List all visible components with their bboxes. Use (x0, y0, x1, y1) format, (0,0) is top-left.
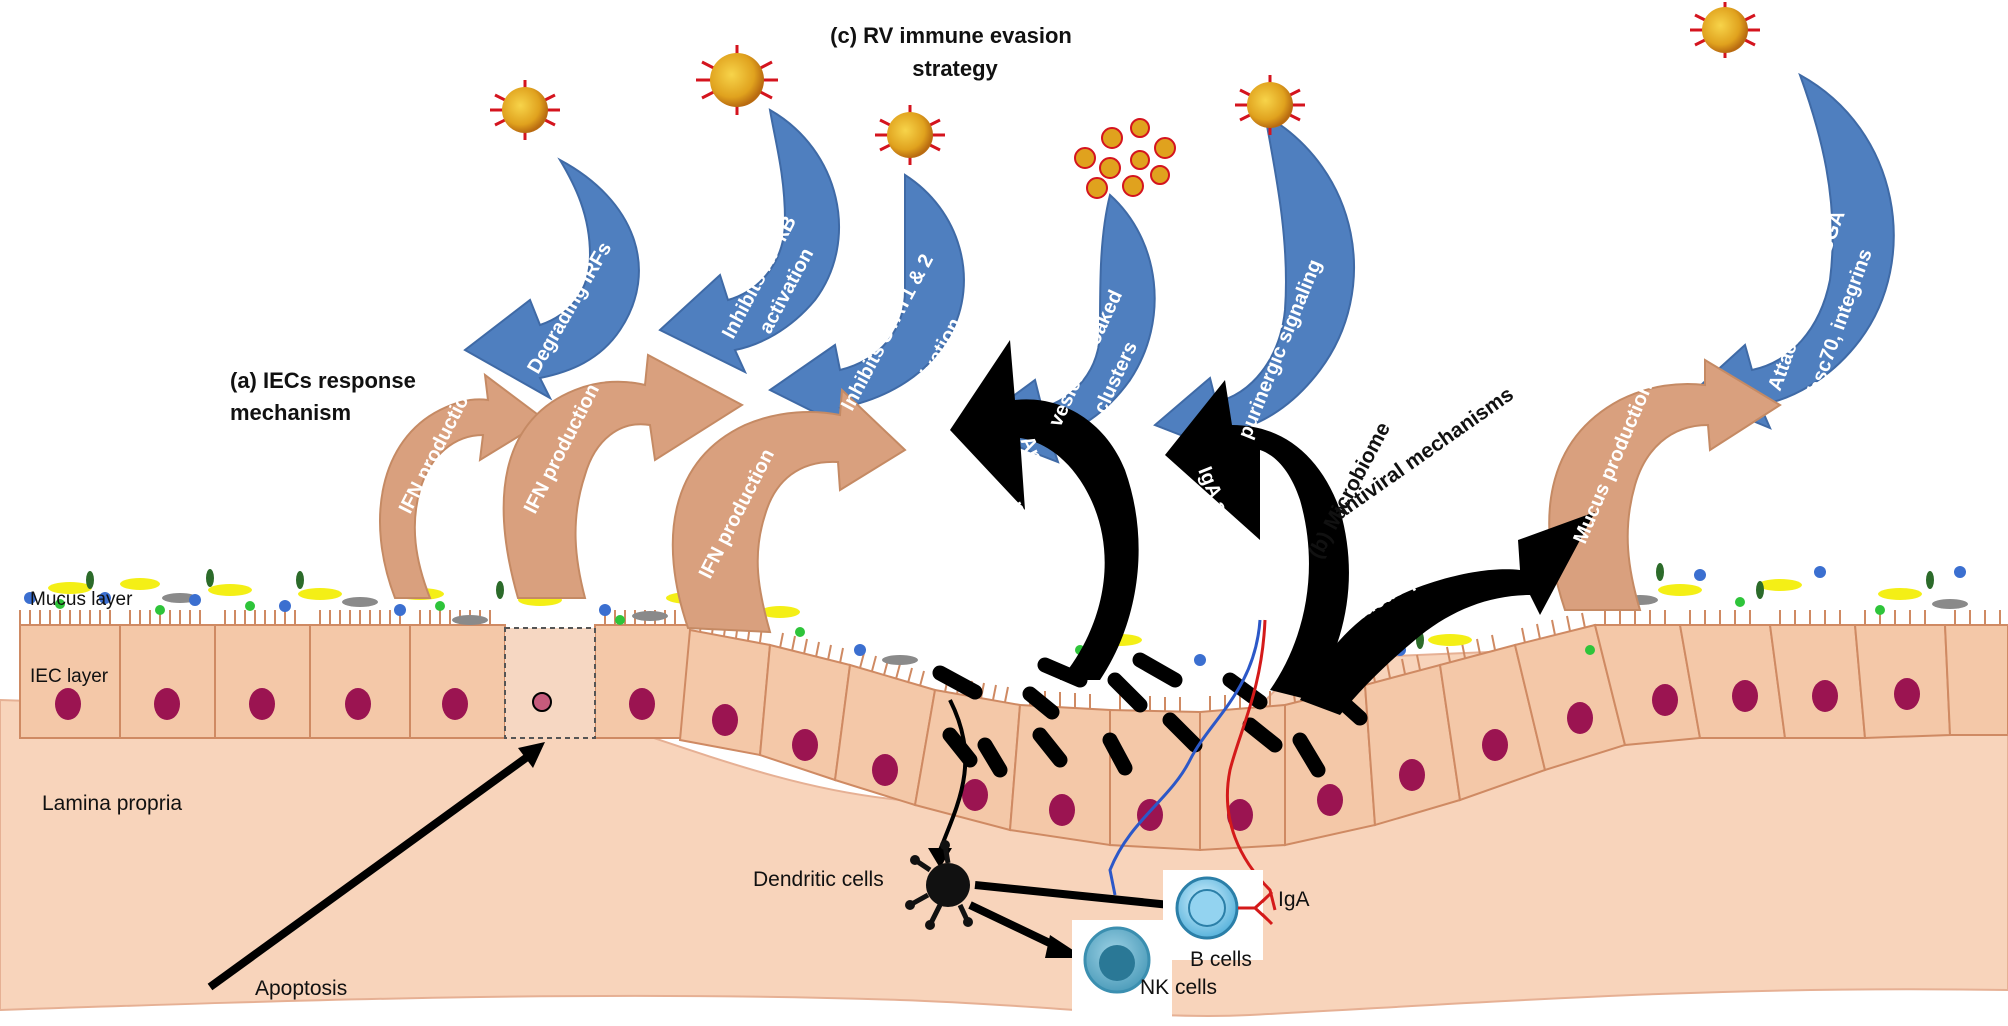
iec-layer-label: IEC layer (30, 666, 109, 687)
microbiome-arrow-amp (950, 340, 1139, 680)
epithelial-cell (409, 624, 506, 739)
virus-icon (875, 105, 945, 165)
apoptotic-cell (504, 627, 596, 739)
response-arrow-mucus (1548, 358, 1782, 611)
bacterium (1102, 732, 1133, 776)
nucleus (792, 729, 818, 761)
microbiome-arrow-mucus (1300, 512, 1595, 715)
nucleus (442, 688, 468, 720)
bacterium (1242, 717, 1283, 753)
evasion-arrow-degrading-irfs (463, 157, 640, 401)
evasion-title-line2: strategy (912, 56, 998, 81)
bacterium (1032, 727, 1068, 768)
virus-icon (1235, 75, 1305, 135)
nucleus (1317, 784, 1343, 816)
nk-cells-label: NK cells (1140, 976, 1217, 999)
epithelial-cell (678, 628, 772, 757)
b-cells-label: B cells (1190, 948, 1252, 971)
nucleus (1567, 702, 1593, 734)
dendritic-cells-label: Dendritic cells (753, 868, 884, 891)
bacterium (1132, 652, 1183, 688)
nucleus (1732, 680, 1758, 712)
evasion-arrow-inhibits-nfkb (658, 108, 840, 375)
nucleus (345, 688, 371, 720)
epithelial-cell (1768, 624, 1867, 739)
epithelial-cell (1943, 624, 2008, 736)
response-arrow-ifn-2 (502, 353, 744, 599)
nucleus (1049, 794, 1075, 826)
nk-cell (1072, 920, 1172, 1020)
bacterium (1162, 712, 1203, 753)
epithelial-cell (309, 624, 411, 739)
microbiome-arrows (950, 340, 1595, 715)
nucleus (872, 754, 898, 786)
virus-icon (696, 45, 778, 115)
bacterium (1292, 732, 1326, 778)
nucleus (962, 779, 988, 811)
nucleus (1894, 678, 1920, 710)
iec-response-title: (a) IECs response (230, 368, 416, 393)
response-arrows (379, 353, 1782, 634)
iga-antibody-icon (1238, 890, 1274, 926)
nucleus (1399, 759, 1425, 791)
virus-cluster-icon (1074, 118, 1176, 199)
bacterium (1022, 686, 1060, 720)
nuclei (55, 678, 1920, 831)
apoptosis-label: Apoptosis (255, 977, 347, 1000)
iga-label: IgA (1278, 888, 1310, 911)
nucleus (154, 688, 180, 720)
iec-layer (19, 623, 2008, 852)
bacterium (932, 665, 983, 700)
nucleus (55, 688, 81, 720)
microbiome-arrow-iga-nk (1165, 380, 1349, 700)
response-arrow-ifn-3 (671, 387, 907, 634)
mucus-particles (24, 563, 1968, 666)
virus-particles (490, 2, 1760, 199)
epithelial-cell (119, 624, 216, 739)
epithelial-cell (594, 624, 691, 739)
bacteria (932, 652, 1368, 778)
nucleus (1812, 680, 1838, 712)
nucleus (1652, 684, 1678, 716)
lamina-propria-label: Lamina propria (42, 792, 182, 815)
mucus-layer-label: Mucus layer (30, 589, 133, 610)
nucleus (1227, 799, 1253, 831)
nucleus (712, 704, 738, 736)
virus-icon (490, 80, 560, 140)
virus-icon (1690, 2, 1760, 58)
evasion-title: (c) RV immune evasion (830, 23, 1072, 48)
b-cell (1163, 870, 1263, 960)
dendritic-cell (905, 840, 973, 930)
bacterium (977, 737, 1008, 778)
bacterium (1222, 672, 1268, 710)
bacterium (1107, 672, 1148, 713)
apoptotic-nucleus (532, 692, 552, 712)
epithelial-cell (214, 624, 311, 739)
response-arrow-ifn-1 (379, 372, 547, 599)
nucleus (629, 688, 655, 720)
nucleus (1137, 799, 1163, 831)
nucleus (1482, 729, 1508, 761)
immune-connectors (207, 619, 1277, 991)
iec-response-title-line2: mechanism (230, 400, 351, 425)
nucleus (249, 688, 275, 720)
